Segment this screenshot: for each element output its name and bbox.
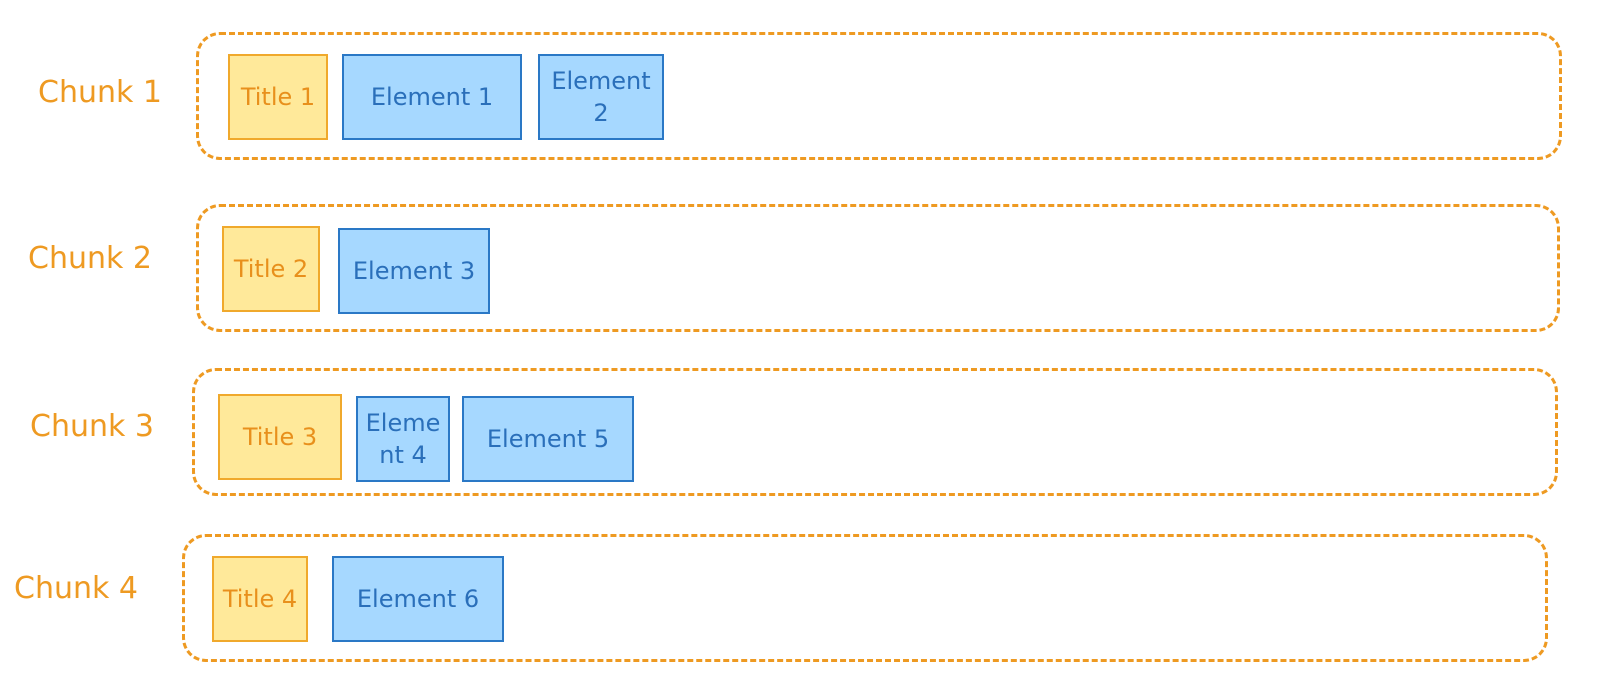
chunk-3-element-box-2: Element 5 <box>462 396 634 482</box>
chunk-frame-2 <box>196 204 1560 332</box>
chunk-label-2: Chunk 2 <box>28 241 152 276</box>
chunk-1-element-box-1: Element 1 <box>342 54 522 140</box>
chunk-frame-4 <box>182 534 1548 662</box>
chunk-2-element-box-1: Element 3 <box>338 228 490 314</box>
chunk-1-element-box-2: Element 2 <box>538 54 664 140</box>
chunk-2-title-box: Title 2 <box>222 226 320 312</box>
chunk-1-title-box: Title 1 <box>228 54 328 140</box>
chunk-frame-1 <box>196 32 1562 160</box>
chunk-label-1: Chunk 1 <box>38 75 162 110</box>
chunk-4-title-box: Title 4 <box>212 556 308 642</box>
chunk-3-title-box: Title 3 <box>218 394 342 480</box>
chunk-frame-3 <box>192 368 1558 496</box>
chunk-4-element-box-1: Element 6 <box>332 556 504 642</box>
chunk-label-3: Chunk 3 <box>30 409 154 444</box>
chunk-3-element-box-1: Element 4 <box>356 396 450 482</box>
chunk-label-4: Chunk 4 <box>14 571 138 606</box>
